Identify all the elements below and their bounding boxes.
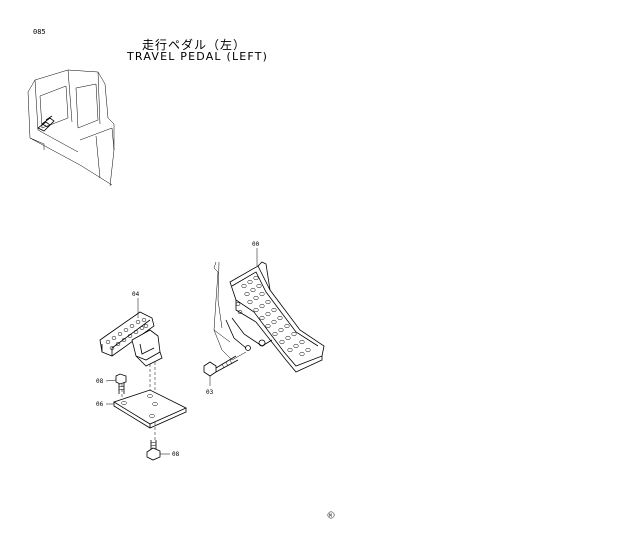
auxiliary-pedal-04 xyxy=(99,311,163,367)
main-pedal-grip-holes xyxy=(235,275,311,357)
title-english: TRAVEL PEDAL (LEFT) xyxy=(127,50,269,63)
callout-03: 03 xyxy=(206,389,214,396)
title-japanese: 走行ペダル（左） xyxy=(142,38,247,52)
callout-00: 00 xyxy=(252,241,260,248)
footer-mark-letter: M xyxy=(329,513,332,519)
callout-06: 06 xyxy=(96,401,104,408)
cab-location-inset xyxy=(27,69,115,187)
callout-08-upper: 08 xyxy=(96,378,104,385)
floor-frame-outline xyxy=(213,261,247,361)
bolt-08-lower xyxy=(146,440,170,461)
bolt-03 xyxy=(203,355,239,386)
page-code: 085 xyxy=(33,28,46,36)
bolt-08-upper xyxy=(105,373,127,394)
callout-08-lower: 08 xyxy=(172,451,180,458)
travel-pedal-main xyxy=(225,261,325,373)
mounting-plate-06 xyxy=(106,389,187,429)
footer-mark: M xyxy=(327,511,335,519)
callout-04: 04 xyxy=(132,291,140,298)
aux-pedal-grip-holes xyxy=(105,318,149,350)
